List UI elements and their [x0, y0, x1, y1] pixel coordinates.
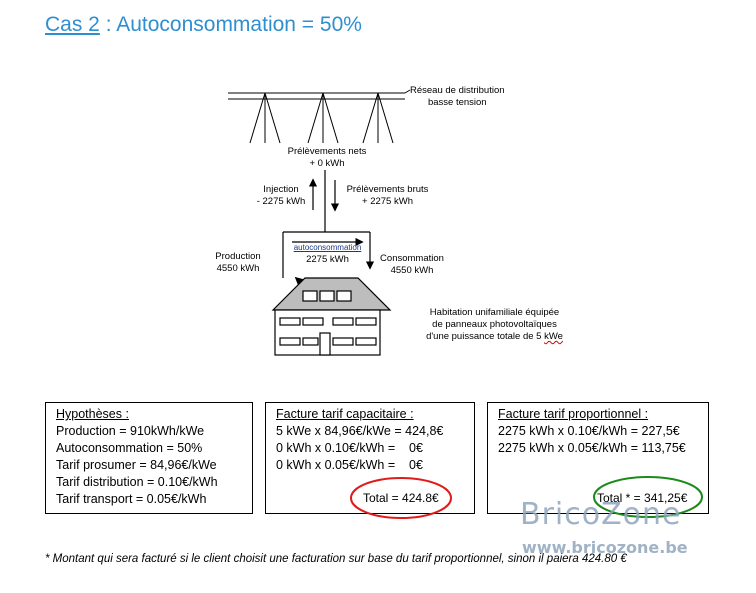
grid-label-line1: Réseau de distribution	[410, 85, 505, 96]
house-line3: d'une puissance totale de 5 kWe	[417, 331, 572, 343]
hypothesis-line: Tarif transport = 0.05€/kWh	[56, 492, 207, 506]
injection-line2: - 2275 kWh	[256, 196, 306, 207]
production-line2: 4550 kWh	[216, 263, 260, 274]
capacity-line-calc: 0 kWh x 0.10€/kWh	[276, 441, 385, 455]
house	[271, 277, 392, 356]
production-label: Production 4550 kWh	[208, 251, 268, 275]
capacity-line-calc: 0 kWh x 0.05€/kWh	[276, 458, 385, 472]
hypotheses-heading: Hypothèses :	[56, 407, 129, 421]
energy-flow-diagram	[228, 89, 411, 356]
capacity-line-calc: 5 kWe x 84,96€/kWe	[276, 424, 391, 438]
page-title: Cas 2 : Autoconsommation = 50%	[45, 13, 362, 37]
house-line1: Habitation unifamiliale équipée	[429, 307, 560, 318]
hypotheses-box: Hypothèses : Production = 910kWh/kWe Aut…	[45, 402, 253, 514]
house-line3-unit: kWe	[544, 331, 563, 342]
hypothesis-line: Production = 910kWh/kWe	[56, 424, 205, 438]
house-line2: de panneaux photovoltaïques	[432, 319, 557, 330]
consumption-line1: Consommation	[380, 253, 444, 264]
proportional-heading: Facture tarif proportionnel :	[498, 407, 649, 421]
injection-line1: Injection	[263, 184, 299, 195]
net-withdrawal-line1: Prélèvements nets	[287, 146, 367, 157]
capacity-line-result: = 424,8€	[394, 424, 444, 438]
capacity-total: Total = 424.8€	[363, 491, 439, 505]
injection-label: Injection - 2275 kWh	[250, 184, 312, 208]
gross-withdrawal-line1: Prélèvements bruts	[346, 184, 429, 195]
house-label: Habitation unifamiliale équipée de panne…	[417, 307, 572, 343]
capacity-line: 5 kWe x 84,96€/kWe = 424,8€	[276, 423, 464, 440]
watermark-brand: BricoZone	[520, 497, 682, 532]
proportional-line-result: = 113,75€	[630, 441, 686, 455]
gross-withdrawal-label: Prélèvements bruts + 2275 kWh	[340, 184, 435, 208]
watermark-url: www.bricozone.be	[522, 538, 688, 557]
hypothesis-line: Autoconsommation = 50%	[56, 441, 203, 455]
grid-label-line2: basse tension	[427, 97, 487, 108]
proportional-line-calc: 2275 kWh x 0.10€/kWh	[498, 424, 628, 438]
grid-label: Réseau de distribution basse tension	[410, 85, 505, 109]
proportional-line-calc: 2275 kWh x 0.05€/kWh	[498, 441, 628, 455]
title-text: : Autoconsommation = 50%	[99, 13, 362, 36]
self-consumption-line1: autoconsommation	[293, 243, 362, 252]
self-consumption-line2: 2275 kWh	[306, 254, 349, 265]
consumption-label: Consommation 4550 kWh	[374, 253, 450, 277]
self-consumption-label: autoconsommation 2275 kWh	[290, 242, 365, 266]
title-case-number: Cas 2	[45, 13, 100, 36]
net-withdrawal-line2: + 0 kWh	[309, 158, 345, 169]
capacity-line-result: = 0€	[387, 458, 423, 472]
production-line1: Production	[215, 251, 261, 262]
proportional-line-result: = 227,5€	[630, 424, 680, 438]
capacity-line: 0 kWh x 0.05€/kWh = 0€	[276, 457, 464, 474]
house-line3-text: d'une puissance totale de 5	[426, 331, 545, 342]
capacity-line-result: = 0€	[387, 441, 423, 455]
consumption-line2: 4550 kWh	[390, 265, 434, 276]
gross-withdrawal-line2: + 2275 kWh	[362, 196, 413, 207]
footnote: * Montant qui sera facturé si le client …	[45, 553, 627, 565]
capacity-line: 0 kWh x 0.10€/kWh = 0€	[276, 440, 464, 457]
capacity-heading: Facture tarif capacitaire :	[276, 407, 414, 421]
hypothesis-line: Tarif distribution = 0.10€/kWh	[56, 475, 218, 489]
proportional-line: 2275 kWh x 0.10€/kWh = 227,5€	[498, 423, 698, 440]
capacity-tariff-box: Facture tarif capacitaire : 5 kWe x 84,9…	[265, 402, 475, 514]
proportional-line: 2275 kWh x 0.05€/kWh = 113,75€	[498, 440, 698, 457]
net-withdrawal-label: Prélèvements nets + 0 kWh	[282, 146, 372, 170]
power-line	[228, 89, 411, 144]
hypothesis-line: Tarif prosumer = 84,96€/kWe	[56, 458, 217, 472]
